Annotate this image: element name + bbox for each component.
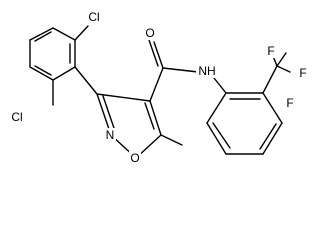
bond [262, 122, 283, 155]
bond [206, 92, 227, 124]
bond [29, 66, 54, 81]
amide-nh-label: NH [198, 64, 215, 78]
chemical-structure-diagram: Cl Cl O NH F F F N O [8, 10, 309, 165]
bond [34, 31, 52, 42]
bond [149, 100, 162, 136]
bond [148, 39, 159, 67]
bond [206, 122, 227, 155]
bond [149, 67, 164, 102]
bond [34, 65, 52, 76]
bond [276, 52, 287, 67]
fluorine-label-3: F [286, 96, 293, 110]
bond [259, 123, 277, 150]
chlorine-label-bottom: Cl [11, 110, 22, 124]
bond [52, 27, 76, 41]
bond [52, 66, 76, 81]
bond [213, 77, 227, 94]
bond [144, 102, 155, 130]
bond [102, 95, 116, 132]
bond [262, 65, 278, 94]
bond [74, 25, 89, 41]
chlorine-label-top: Cl [88, 10, 99, 24]
bond [212, 122, 231, 149]
fluorine-label-2: F [299, 66, 306, 80]
bond [96, 93, 151, 102]
carbonyl-oxygen-label: O [145, 26, 154, 40]
bond [29, 27, 54, 41]
bond [276, 65, 291, 73]
ring-oxygen-label: O [130, 151, 139, 165]
bond [153, 41, 164, 69]
bonds [29, 25, 291, 159]
ring-nitrogen-label: N [106, 128, 115, 142]
bond [262, 92, 283, 124]
atom-labels: Cl Cl O NH F F F N O [8, 10, 309, 165]
bond [160, 134, 183, 146]
fluorine-label-1: F [267, 44, 274, 58]
bond [162, 67, 199, 73]
bond [74, 66, 98, 95]
